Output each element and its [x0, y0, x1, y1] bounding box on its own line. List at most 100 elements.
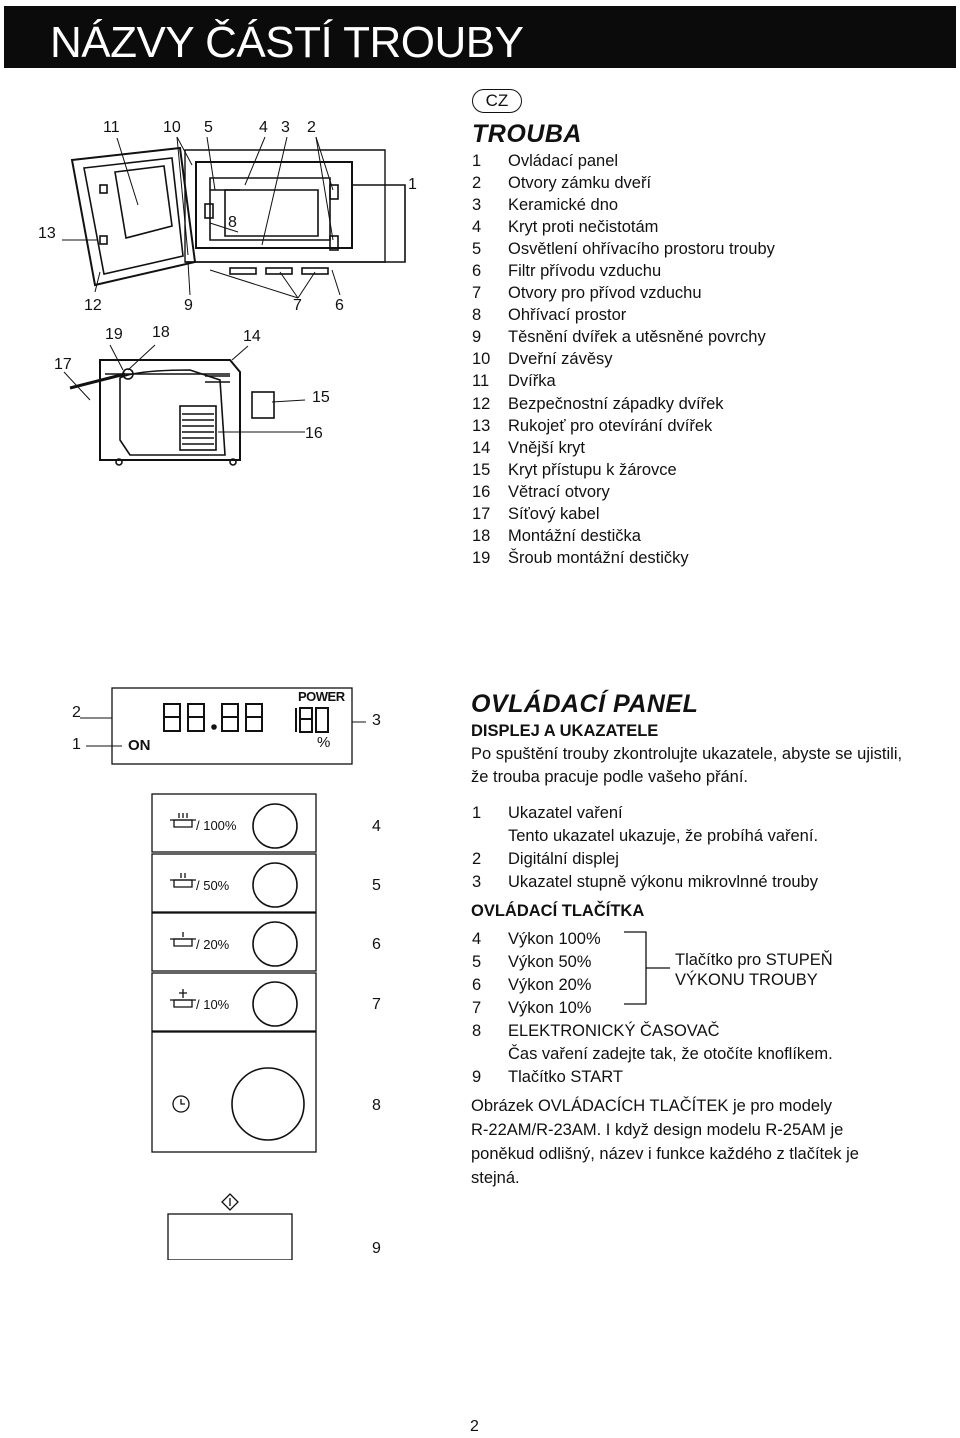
- oven-callout-9: 9: [184, 297, 193, 314]
- oven-callout-17: 17: [54, 356, 72, 373]
- footnote-line-2: R-22AM/R-23AM. I když design modelu R-25…: [471, 1121, 844, 1139]
- rear-leader-lines: [63, 344, 306, 433]
- list-item: Čas vaření zadejte tak, že otočíte knofl…: [508, 1045, 833, 1063]
- oven-diagram: [62, 136, 406, 466]
- defrost-bowl-icon: [170, 989, 196, 1008]
- timer-dial[interactable]: [231, 1067, 305, 1141]
- start-icon: [221, 1193, 239, 1211]
- oven-callout-2: 2: [307, 119, 316, 136]
- button-label-20: / 20%: [196, 937, 230, 952]
- footnote-line-3: poněkud odlišný, název i funkce každého …: [471, 1145, 859, 1163]
- oven-section-title: TROUBA: [472, 120, 582, 148]
- oven-callout-4: 4: [259, 119, 268, 136]
- page-title: NÁZVY ČÁSTÍ TROUBY: [50, 18, 524, 67]
- oven-rear-drawing: [69, 359, 275, 466]
- oven-callout-7: 7: [293, 297, 302, 314]
- timer-frame: [151, 1031, 317, 1153]
- panel-callout-9: 9: [372, 1240, 381, 1257]
- start-button-frame[interactable]: [167, 1213, 293, 1260]
- oven-callout-8: 8: [228, 214, 237, 231]
- oven-callout-12: 12: [84, 297, 102, 314]
- button-frame-50: [151, 853, 317, 913]
- title-bar: NÁZVY ČÁSTÍ TROUBY: [4, 6, 956, 68]
- panel-callout-3: 3: [372, 712, 381, 729]
- power-10-knob[interactable]: [252, 981, 298, 1027]
- button-frame-20: [151, 912, 317, 972]
- button-frame-100: [151, 793, 317, 853]
- list-item: Tento ukazatel ukazuje, že probíhá vařen…: [508, 827, 819, 845]
- bowl-icon: [170, 873, 196, 888]
- display-intro-line-2: že trouba pracuje podle vašeho přání.: [471, 768, 749, 786]
- bowl-icon: [170, 932, 196, 947]
- oven-callout-18: 18: [152, 324, 170, 341]
- percent-sign: %: [317, 734, 331, 751]
- power-20-knob[interactable]: [252, 921, 298, 967]
- panel-callout-4: 4: [372, 818, 381, 835]
- oven-callout-1: 1: [408, 176, 417, 193]
- language-badge: CZ: [472, 89, 522, 113]
- oven-callout-10: 10: [163, 119, 181, 136]
- power-indicator-label: POWER: [298, 689, 345, 704]
- display-intro-line-1: Po spuštění trouby zkontrolujte ukazatel…: [471, 745, 903, 763]
- panel-callout-8: 8: [372, 1097, 381, 1114]
- footnote-line-4: stejná.: [471, 1169, 520, 1187]
- oven-leader-lines: [62, 136, 400, 299]
- panel-callout-6: 6: [372, 936, 381, 953]
- oven-callout-16: 16: [305, 425, 323, 442]
- oven-body-drawing: [184, 149, 406, 275]
- control-panel-diagram: [80, 687, 366, 1260]
- oven-callout-15: 15: [312, 389, 330, 406]
- oven-callout-14: 14: [243, 328, 261, 345]
- control-section-title: OVLÁDACÍ PANEL: [471, 690, 699, 718]
- power-50-knob[interactable]: [252, 862, 298, 908]
- button-frame-10: [151, 972, 317, 1032]
- display-frame: [111, 687, 353, 765]
- oven-callout-5: 5: [204, 119, 213, 136]
- panel-callout-7: 7: [372, 996, 381, 1013]
- buttons-heading: OVLÁDACÍ TLAČÍTKA: [471, 902, 645, 920]
- oven-callout-19: 19: [105, 326, 123, 343]
- oven-door-drawing: [70, 146, 197, 287]
- button-label-10: / 10%: [196, 997, 230, 1012]
- bowl-icon: [170, 813, 196, 828]
- panel-callout-5: 5: [372, 877, 381, 894]
- power-100-knob[interactable]: [252, 803, 298, 849]
- page-number: 2: [470, 1418, 479, 1435]
- on-indicator: ON: [128, 737, 151, 754]
- display-digits-drawing: [163, 703, 329, 733]
- button-label-50: / 50%: [196, 878, 230, 893]
- panel-leader-lines: [80, 717, 366, 747]
- display-heading: DISPLEJ A UKAZATELE: [471, 722, 659, 740]
- power-note-line-1: Tlačítko pro STUPEŇ: [675, 951, 833, 969]
- oven-callout-3: 3: [281, 119, 290, 136]
- oven-callout-13: 13: [38, 225, 56, 242]
- oven-callout-6: 6: [335, 297, 344, 314]
